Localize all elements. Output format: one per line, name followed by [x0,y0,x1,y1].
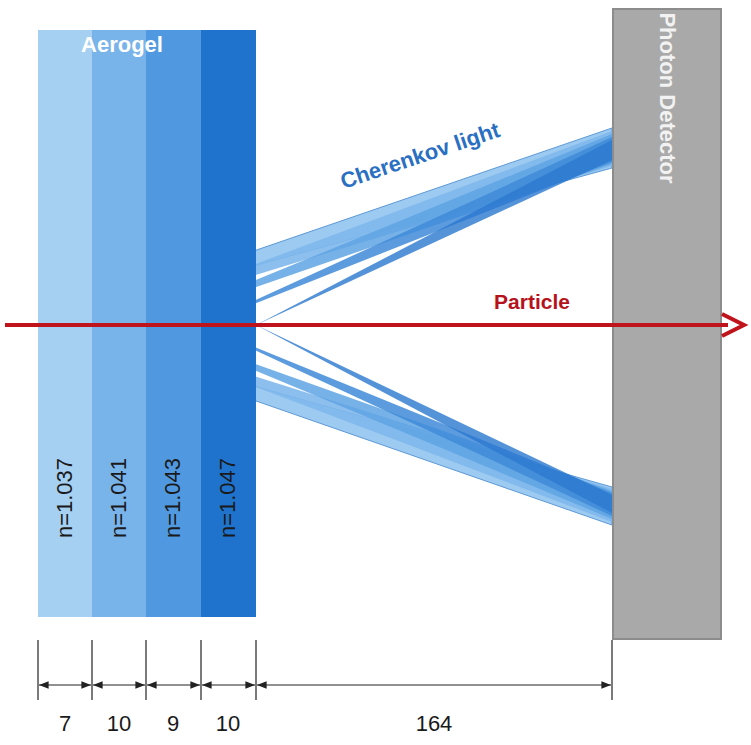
aerogel-layer: n=1.037 [38,30,92,617]
dimension: 7 [59,711,71,737]
aerogel-label: Aerogel [81,32,163,58]
detector-label: Photon Detector [654,12,680,183]
dimension: 10 [216,711,240,737]
aerogel-layer: n=1.041 [92,30,146,617]
dimension: 9 [167,711,179,737]
particle-arrowhead [722,314,744,336]
dimension: 164 [416,711,453,737]
refractive-index: n=1.047 [216,458,242,538]
refractive-index: n=1.041 [106,458,132,538]
aerogel-layer: n=1.047 [201,30,256,617]
refractive-index: n=1.043 [161,458,187,538]
refractive-index: n=1.037 [52,458,78,538]
photon-detector: Photon Detector [612,8,722,640]
particle-label: Particle [492,290,572,314]
light-label: Cherenkov light [337,117,503,194]
particle-line [5,323,728,327]
dimension-ticks [38,640,612,700]
dimension: 10 [107,711,131,737]
dimension-arrows [39,684,611,685]
aerogel-layer: n=1.043 [146,30,201,617]
